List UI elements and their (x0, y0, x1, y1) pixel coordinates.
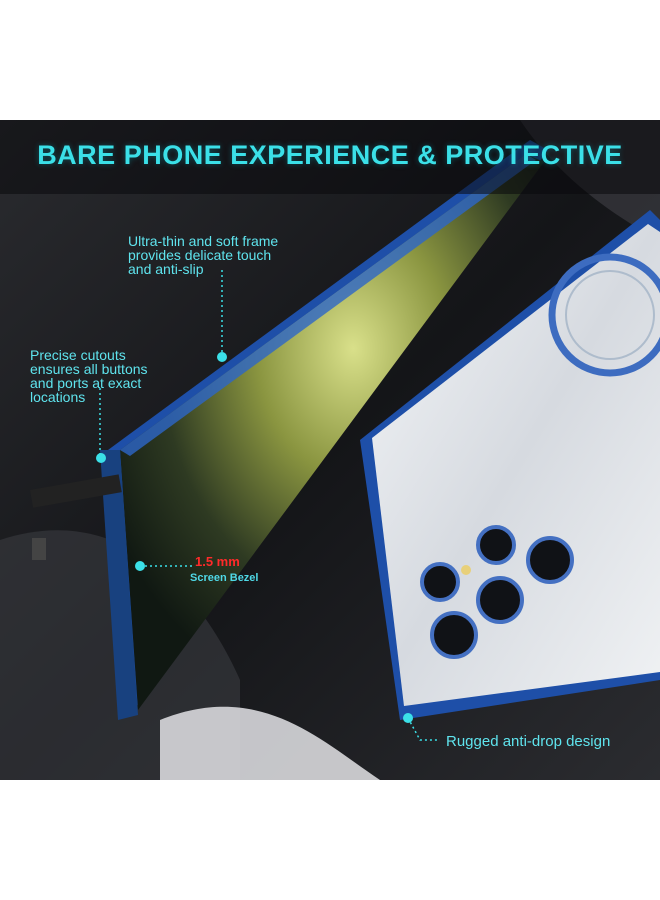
magsafe-inner-ring (565, 270, 655, 360)
front-case-side (100, 450, 138, 720)
callout-cutouts-line: ensures all buttons (30, 361, 148, 377)
headline-banner: BARE PHONE EXPERIENCE & PROTECTIVE (0, 120, 660, 194)
back-phone (360, 210, 660, 720)
callout-frame-line: provides delicate touch (128, 247, 272, 263)
callout-dots (96, 352, 413, 723)
camera-lens (476, 576, 524, 624)
background-highlight (160, 706, 380, 780)
front-phone (30, 140, 548, 720)
camera-lens (526, 536, 574, 584)
callout-leaders (99, 270, 440, 741)
camera-lens (420, 562, 460, 602)
camera-lens (476, 525, 516, 565)
callout-cutouts-line: locations (30, 389, 86, 405)
magsafe-ring (548, 253, 660, 377)
s-pen (30, 474, 122, 508)
phone-screen (120, 154, 544, 710)
s-pen-tip (32, 538, 46, 560)
phone-case-illustration (0, 120, 660, 780)
callout-cutouts-line: Precise cutouts (30, 347, 126, 363)
product-photo: BARE PHONE EXPERIENCE & PROTECTIVE Ultra… (0, 120, 660, 780)
frame-highlight (120, 154, 536, 456)
callout-rugged: Rugged anti-drop design (446, 733, 611, 750)
callout-cutouts-line: and ports at exact (30, 375, 142, 391)
callout-frame-line: Ultra-thin and soft frame (128, 233, 279, 249)
camera-flash (461, 565, 471, 575)
callout-frame-line: and anti-slip (128, 261, 204, 277)
callout-frame: Ultra-thin and soft frame provides delic… (128, 234, 278, 276)
bezel-measurement: 1.5 mm (195, 554, 240, 569)
callout-cutouts: Precise cutouts ensures all buttons and … (30, 348, 148, 404)
bezel-label: Screen Bezel (190, 572, 259, 584)
camera-lens (430, 611, 478, 659)
headline: BARE PHONE EXPERIENCE & PROTECTIVE (37, 140, 623, 170)
